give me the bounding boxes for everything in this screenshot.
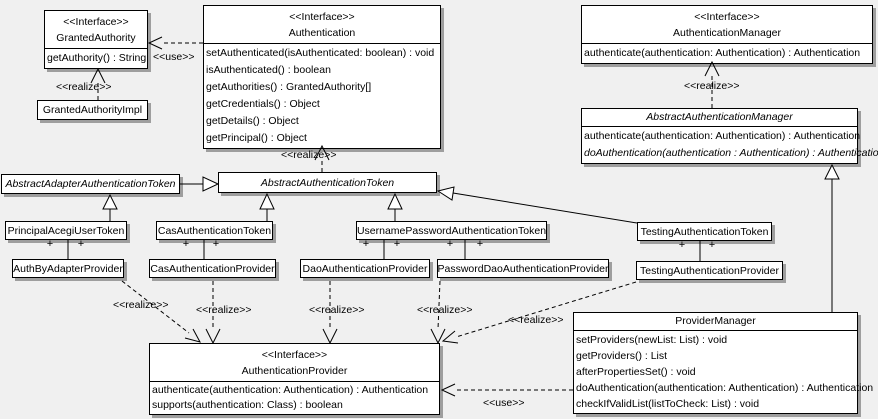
class-name: AbstractAdapterAuthenticationToken: [5, 178, 176, 190]
method-label: getProviders() : List: [576, 350, 668, 362]
method-label: doAuthentication(authentication : Authen…: [584, 147, 878, 159]
method-label: doAuthentication(authentication: Authent…: [576, 382, 874, 394]
method-label: getAuthority() : String: [47, 52, 147, 64]
association-visibility: +: [708, 239, 716, 251]
class-name: GrantedAuthorityImpl: [42, 104, 143, 116]
class-authentication-manager[interactable]: <<Interface>> AuthenticationManager auth…: [581, 5, 873, 64]
realize-label: <<realize>>: [508, 314, 564, 326]
use-label: <<use>>: [153, 51, 195, 63]
realize-label: <<realize>>: [684, 80, 740, 92]
class-abstract-authentication-token[interactable]: AbstractAuthenticationToken: [218, 172, 437, 193]
class-abstract-authentication-manager[interactable]: AbstractAuthenticationManager authentica…: [581, 108, 878, 164]
class-cas-authentication-provider[interactable]: CasAuthenticationProvider: [149, 259, 276, 278]
class-name: GrantedAuthority: [56, 32, 136, 44]
class-testing-authentication-provider[interactable]: TestingAuthenticationProvider: [636, 261, 783, 280]
method-label: getDetails() : Object: [206, 115, 299, 127]
realize-label: <<realize>>: [56, 81, 112, 93]
method-label: setProviders(newList: List) : void: [576, 334, 728, 346]
class-name: Authentication: [288, 27, 356, 39]
class-name: AuthByAdapterProvider: [13, 262, 123, 275]
class-name: PrincipalAcegiUserToken: [7, 224, 125, 237]
association-edges: [68, 240, 700, 261]
class-name: CasAuthenticationToken: [157, 224, 272, 237]
realize-label: <<realize>>: [196, 304, 252, 316]
class-name: DaoAuthenticationProvider: [302, 262, 428, 275]
class-name: TestingAuthenticationToken: [640, 225, 769, 238]
association-visibility: +: [476, 238, 484, 250]
class-dao-authentication-provider[interactable]: DaoAuthenticationProvider: [300, 259, 430, 278]
method-label: supports(authentication: Class) : boolea…: [152, 399, 343, 411]
class-granted-authority[interactable]: <<Interface>> GrantedAuthority getAuthor…: [44, 10, 148, 69]
class-authentication[interactable]: <<Interface>> Authentication setAuthenti…: [203, 5, 441, 149]
method-label: isAuthenticated() : boolean: [206, 64, 331, 76]
realize-label: <<realize>>: [113, 299, 169, 311]
class-principal-acegi-user-token[interactable]: PrincipalAcegiUserToken: [5, 221, 127, 240]
method-label: getPrincipal() : Object: [206, 132, 307, 144]
class-username-password-authentication-token[interactable]: UsernamePasswordAuthenticationToken: [356, 221, 547, 240]
method-label: checkIfValidList(listToCheck: List) : vo…: [576, 398, 760, 410]
method-label: authenticate(authentication: Authenticat…: [584, 130, 861, 142]
class-provider-manager[interactable]: ProviderManager setProviders(newList: Li…: [573, 312, 874, 414]
class-testing-authentication-token[interactable]: TestingAuthenticationToken: [637, 222, 772, 241]
stereotype-label: <<Interface>>: [63, 16, 129, 28]
association-visibility: +: [362, 238, 370, 250]
association-visibility: +: [393, 238, 401, 250]
class-auth-by-adapter-provider[interactable]: AuthByAdapterProvider: [12, 259, 124, 278]
realize-label: <<realize>>: [281, 149, 337, 161]
class-name: ProviderManager: [675, 315, 756, 327]
class-name: PasswordDaoAuthenticationProvider: [437, 262, 609, 275]
method-label: authenticate(authentication: Authenticat…: [152, 384, 429, 396]
stereotype-label: <<Interface>>: [694, 11, 760, 23]
class-name: AbstractAuthenticationManager: [646, 111, 793, 123]
class-name: UsernamePasswordAuthenticationToken: [356, 224, 547, 237]
method-label: setAuthenticated(isAuthenticated: boolea…: [206, 47, 435, 59]
association-visibility: +: [182, 238, 190, 250]
class-name: AbstractAuthenticationToken: [260, 176, 395, 189]
stereotype-label: <<Interface>>: [289, 11, 355, 23]
method-label: getCredentials() : Object: [206, 98, 320, 110]
use-label: <<use>>: [483, 397, 525, 409]
association-visibility: +: [446, 238, 454, 250]
class-name: AuthenticationProvider: [241, 365, 348, 377]
stereotype-label: <<Interface>>: [261, 349, 328, 361]
association-visibility: +: [77, 238, 85, 250]
class-cas-authentication-token[interactable]: CasAuthenticationToken: [156, 221, 273, 240]
class-password-dao-authentication-provider[interactable]: PasswordDaoAuthenticationProvider: [437, 259, 609, 278]
class-name: TestingAuthenticationProvider: [640, 264, 779, 277]
realize-label: <<realize>>: [309, 304, 365, 316]
association-visibility: +: [212, 238, 220, 250]
class-authentication-provider[interactable]: <<Interface>> AuthenticationProvider aut…: [149, 343, 440, 415]
realize-label: <<realize>>: [417, 304, 473, 316]
association-visibility: +: [678, 239, 686, 251]
class-name: CasAuthenticationProvider: [150, 262, 275, 275]
class-abstract-adapter-authentication-token[interactable]: AbstractAdapterAuthenticationToken: [1, 174, 180, 194]
method-label: authenticate(authentication: Authenticat…: [584, 47, 861, 59]
method-label: afterPropertiesSet() : void: [576, 366, 696, 378]
class-granted-authority-impl[interactable]: GrantedAuthorityImpl: [37, 100, 148, 120]
class-name: AuthenticationManager: [673, 27, 781, 39]
method-label: getAuthorities() : GrantedAuthority[]: [206, 81, 372, 93]
association-visibility: +: [46, 238, 54, 250]
